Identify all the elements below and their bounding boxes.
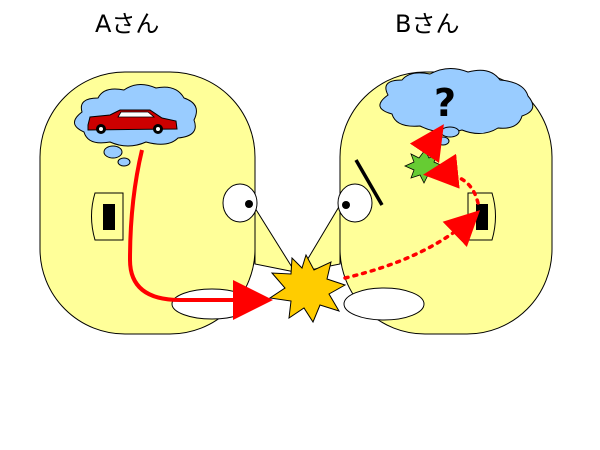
question-icon: ?	[434, 81, 456, 125]
dotted-arrow-to-brain	[423, 153, 480, 205]
person-a-label: Aさん	[95, 10, 159, 38]
ear-icon	[91, 192, 124, 241]
solid-arrow	[127, 149, 273, 320]
person-b-label: Bさん	[395, 10, 459, 38]
thought-cloud-b: ?	[379, 68, 534, 146]
burst-icon	[268, 253, 347, 324]
dotted-arrow-to-question	[409, 124, 444, 164]
mouth-icon	[343, 287, 425, 321]
car-icon	[87, 109, 178, 134]
dotted-arrow-to-ear	[343, 210, 481, 280]
eye-icon	[222, 183, 258, 223]
eye-icon	[337, 183, 373, 223]
eyebrow-icon	[354, 159, 384, 206]
thought-cloud-a	[74, 84, 197, 167]
mouth-icon	[171, 288, 253, 320]
person-b-head	[298, 71, 553, 335]
